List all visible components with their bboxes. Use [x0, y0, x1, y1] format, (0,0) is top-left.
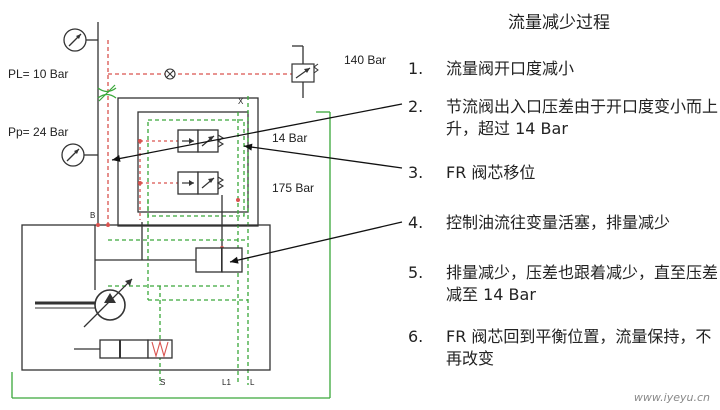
junction-dot [96, 223, 100, 227]
spring-cylinder-icon [74, 339, 173, 359]
watermark: www.iyeyu.cn [633, 391, 710, 404]
relief-pressure-label: 140 Bar [344, 53, 386, 67]
step-text: 节流阀出入口压差由于开口度变小而上升，超过 14 Bar [446, 97, 719, 138]
junction-dot [138, 181, 142, 185]
step-text: 控制油流往变量活塞，排量减少 [446, 213, 671, 232]
fr-valve-icon [177, 129, 225, 153]
step-text: 排量减少，压差也跟着减少，直至压差减至 14 Bar [446, 263, 719, 304]
junction-dot [236, 198, 240, 202]
pointer-arrow-step3 [243, 145, 403, 169]
step-number: 3. [408, 163, 424, 182]
fr-setting-label: 14 Bar [272, 131, 307, 145]
pp-label: Pp= 24 Bar [8, 125, 68, 139]
gauge-pl-icon [63, 28, 87, 52]
control-block [137, 111, 249, 213]
step-number: 5. [408, 263, 424, 282]
orifice-icon [164, 68, 176, 80]
pr-setting-label: 175 Bar [272, 181, 314, 195]
gauge-pp-icon [61, 143, 85, 167]
process-title: 流量减少过程 [508, 13, 610, 33]
throttle-valve-icon [97, 84, 117, 102]
step-number: 4. [408, 213, 424, 232]
pump-icon [35, 278, 133, 328]
valve-block [117, 97, 259, 227]
pointer-arrow-step2 [111, 103, 403, 161]
pointer-arrow-step3-head [244, 143, 253, 151]
junction-dot [138, 139, 142, 143]
drain-box [147, 119, 245, 217]
pump-housing [21, 224, 271, 371]
step-text: FR 阀芯回到平衡位置，流量保持，不再改变 [446, 327, 712, 368]
step-number: 6. [408, 327, 424, 346]
pointer-arrow-step2-head [112, 155, 121, 162]
port-b-label: B [90, 211, 95, 220]
step-number: 1. [408, 59, 424, 78]
port-s-label: S [160, 378, 165, 387]
port-x-label: X [238, 97, 244, 106]
junction-dot [106, 223, 110, 227]
step-text: 流量阀开口度减小 [446, 59, 575, 78]
relief-valve-icon [291, 63, 319, 83]
pl-label: PL= 10 Bar [8, 67, 68, 81]
step-number: 2. [408, 97, 424, 116]
pr-valve-icon [177, 171, 225, 195]
stroking-piston-icon [142, 247, 243, 273]
pointer-arrow-step4-head [230, 256, 239, 264]
port-l1-label: L1 [222, 378, 231, 387]
port-l-label: L [250, 378, 255, 387]
step-text: FR 阀芯移位 [446, 163, 536, 182]
pointer-arrow-step4 [229, 221, 403, 263]
